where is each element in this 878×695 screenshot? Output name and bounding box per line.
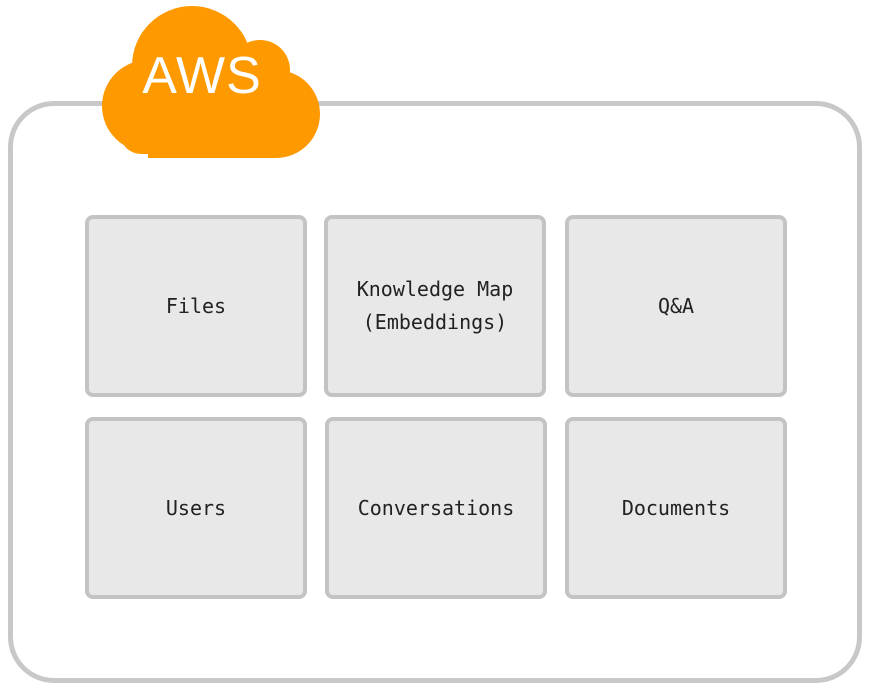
qa-box: Q&A xyxy=(565,215,787,397)
files-box: Files xyxy=(85,215,307,397)
knowledge-map-box: Knowledge Map (Embeddings) xyxy=(324,215,546,397)
documents-label: Documents xyxy=(621,495,731,520)
documents-box: Documents xyxy=(565,417,787,599)
conversations-label: Conversations xyxy=(357,495,515,520)
conversations-box: Conversations xyxy=(325,417,547,599)
cloud-icon xyxy=(102,6,320,158)
aws-label: AWS xyxy=(142,47,262,105)
users-box: Users xyxy=(85,417,307,599)
users-label: Users xyxy=(165,495,227,520)
aws-cloud: AWS xyxy=(90,2,328,158)
files-label: Files xyxy=(165,293,227,318)
qa-label: Q&A xyxy=(657,293,695,318)
knowledge-map-label: Knowledge Map (Embeddings) xyxy=(356,277,514,334)
